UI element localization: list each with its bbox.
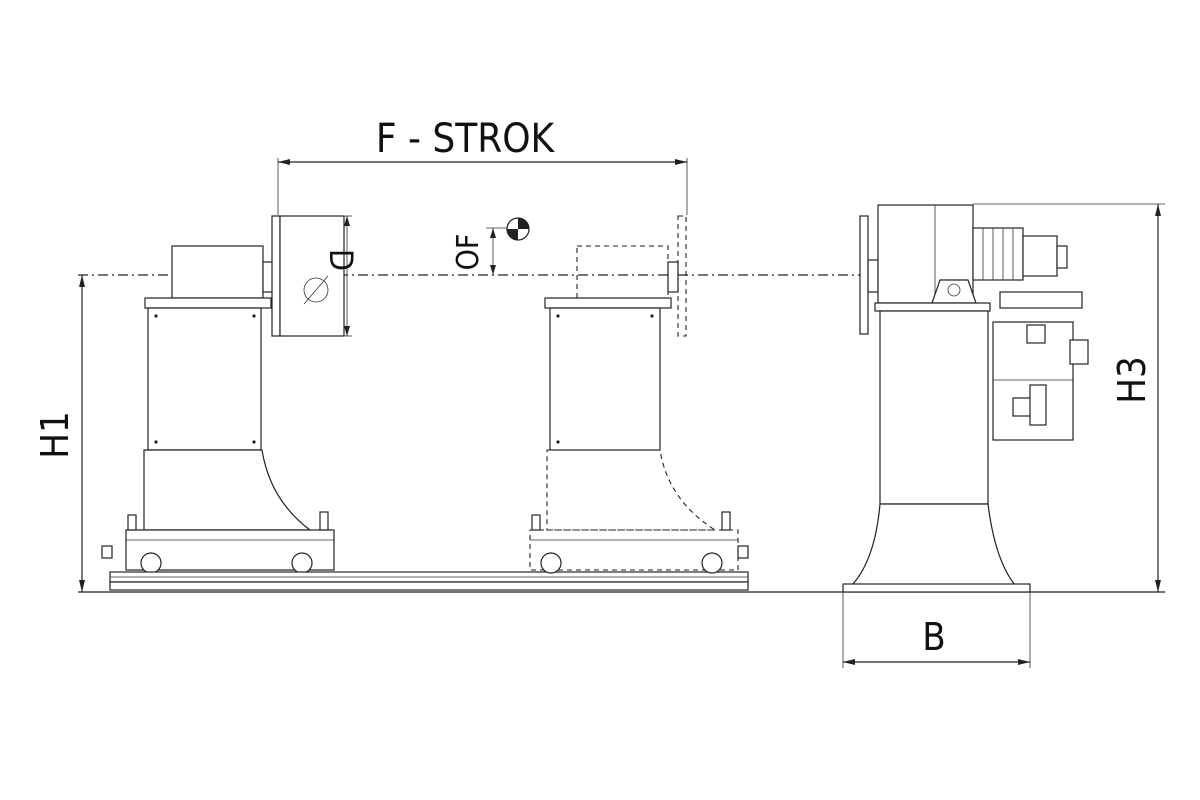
middle-column bbox=[549, 307, 661, 451]
b-label: B bbox=[922, 615, 945, 659]
middle-lower-body bbox=[546, 449, 717, 531]
offset-dimension bbox=[486, 227, 510, 275]
right-base-plate bbox=[842, 583, 1031, 593]
h3-label: H3 bbox=[1110, 356, 1154, 403]
left-lower-body bbox=[143, 449, 312, 531]
middle-faceplate bbox=[677, 215, 687, 337]
left-column bbox=[147, 307, 262, 451]
right-motor bbox=[972, 227, 1024, 281]
wheel bbox=[540, 552, 562, 574]
stroke-label: F - STROK bbox=[376, 116, 556, 162]
wheel bbox=[701, 552, 723, 574]
h1-label: H1 bbox=[33, 411, 77, 458]
wheel bbox=[140, 552, 162, 574]
b-dimension bbox=[842, 592, 1031, 668]
right-column bbox=[879, 310, 989, 505]
wheel bbox=[291, 552, 313, 574]
diameter-symbol bbox=[303, 277, 329, 303]
rail-track bbox=[109, 571, 749, 591]
diameter-dimension bbox=[303, 215, 352, 337]
left-motor-housing bbox=[171, 245, 264, 299]
middle-motor-housing bbox=[576, 245, 669, 299]
diameter-label: D bbox=[322, 249, 360, 271]
center-of-gravity-icon bbox=[506, 217, 530, 241]
right-positioner bbox=[842, 204, 1089, 593]
left-chuck bbox=[279, 215, 345, 337]
right-faceplate bbox=[859, 215, 869, 335]
left-positioner bbox=[101, 215, 345, 574]
middle-positioner bbox=[529, 215, 749, 574]
stroke-dimension bbox=[277, 158, 688, 215]
left-faceplate bbox=[271, 215, 281, 337]
h3-dimension bbox=[973, 203, 1165, 592]
offset-label: OF bbox=[451, 234, 486, 271]
right-base bbox=[850, 503, 1017, 586]
h1-dimension bbox=[79, 275, 85, 592]
